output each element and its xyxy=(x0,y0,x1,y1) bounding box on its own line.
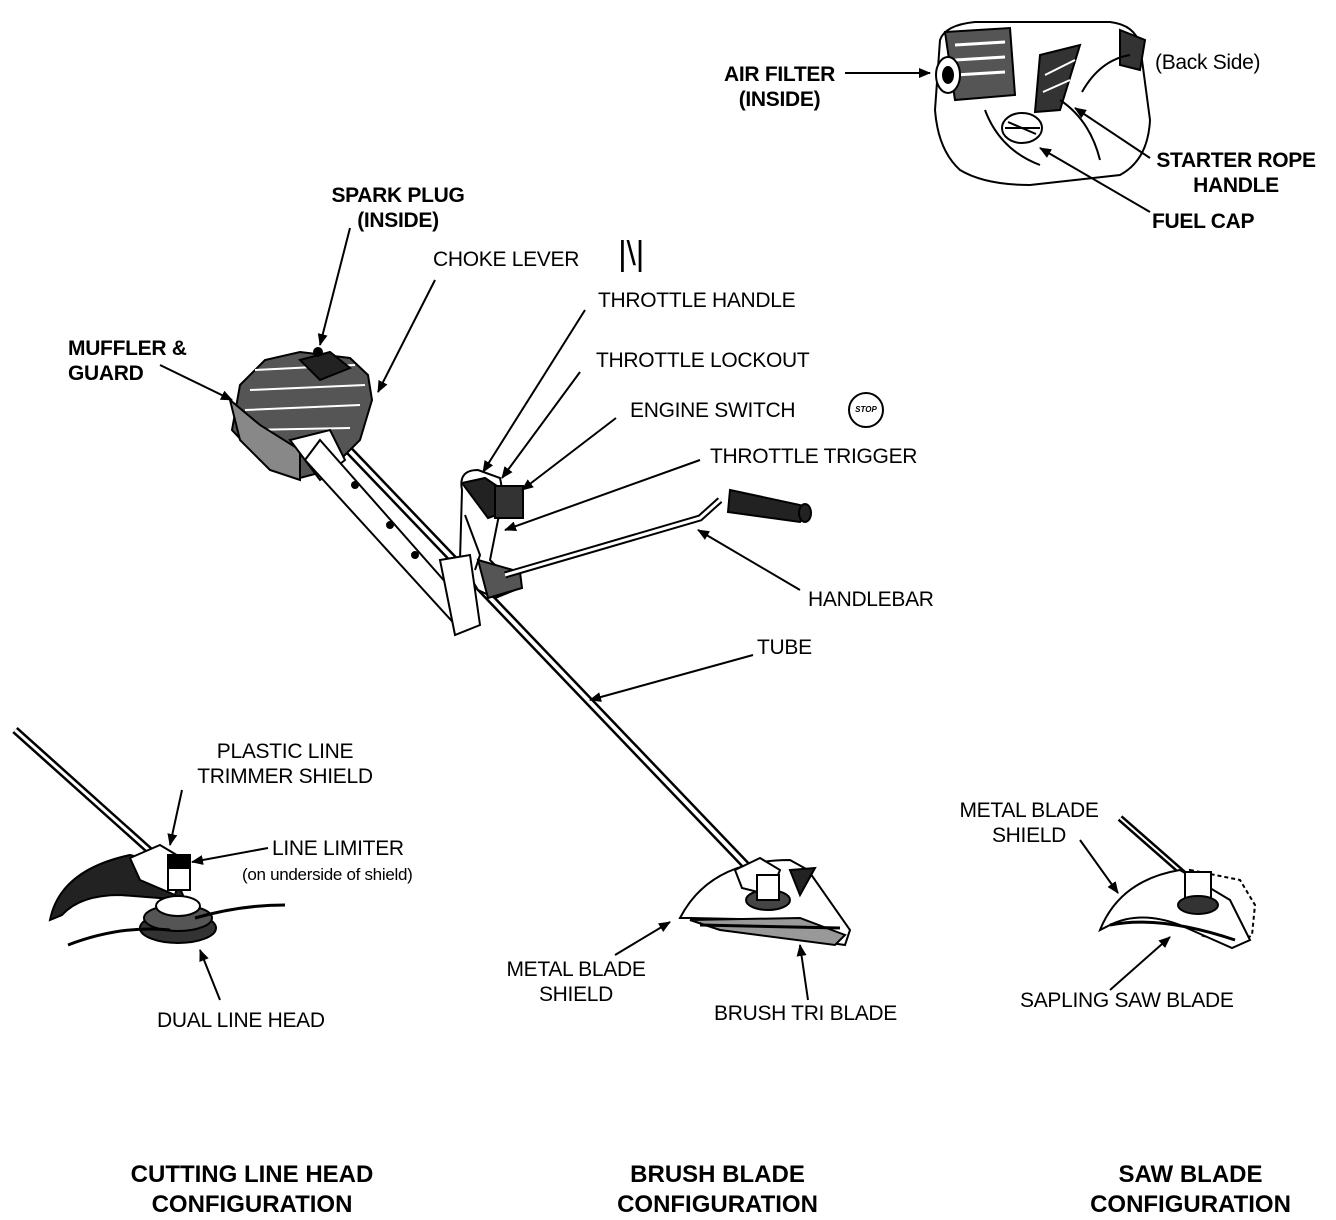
stop-sign-icon: STOP xyxy=(848,392,884,428)
sapling-saw-blade-label: SAPLING SAW BLADE xyxy=(1020,988,1234,1013)
muffler-line2: GUARD xyxy=(68,361,187,386)
choke-lever-label: CHOKE LEVER xyxy=(433,247,579,272)
choke-symbol-icon: |\| xyxy=(618,236,644,272)
caption-saw-blade-2: CONFIGURATION xyxy=(1048,1190,1333,1220)
spark-plug-line1: SPARK PLUG xyxy=(318,183,478,208)
spark-plug-line2: (INSIDE) xyxy=(318,208,478,233)
saw-metal-shield-label: METAL BLADE SHIELD xyxy=(944,798,1114,848)
starter-rope-line2: HANDLE xyxy=(1138,173,1334,198)
brush-metal-shield-label: METAL BLADE SHIELD xyxy=(490,957,662,1007)
caption-saw-blade: SAW BLADE CONFIGURATION xyxy=(1048,1160,1333,1220)
starter-rope-line1: STARTER ROPE xyxy=(1138,148,1334,173)
brush-metal-shield-line1: METAL BLADE xyxy=(490,957,662,982)
plastic-shield-line1: PLASTIC LINE xyxy=(185,739,385,764)
tube-label: TUBE xyxy=(757,635,812,660)
muffler-line1: MUFFLER & xyxy=(68,336,187,361)
caption-cutting-line: CUTTING LINE HEAD CONFIGURATION xyxy=(92,1160,412,1220)
muffler-label: MUFFLER & GUARD xyxy=(68,336,187,386)
throttle-lockout-label: THROTTLE LOCKOUT xyxy=(596,348,809,373)
saw-metal-shield-line1: METAL BLADE xyxy=(944,798,1114,823)
air-filter-line2: (INSIDE) xyxy=(712,87,847,112)
line-limiter-label: LINE LIMITER xyxy=(272,836,404,861)
starter-rope-label: STARTER ROPE HANDLE xyxy=(1138,148,1334,198)
throttle-trigger-label: THROTTLE TRIGGER xyxy=(710,444,917,469)
caption-cutting-line-2: CONFIGURATION xyxy=(92,1190,412,1220)
trimmer-body xyxy=(230,348,811,880)
caption-brush-blade-2: CONFIGURATION xyxy=(575,1190,860,1220)
handlebar-label: HANDLEBAR xyxy=(808,587,934,612)
caption-saw-blade-1: SAW BLADE xyxy=(1048,1160,1333,1190)
dual-line-head-label: DUAL LINE HEAD xyxy=(157,1008,325,1033)
back-side-label: (Back Side) xyxy=(1155,50,1260,75)
caption-brush-blade-1: BRUSH BLADE xyxy=(575,1160,860,1190)
fuel-cap-label: FUEL CAP xyxy=(1152,209,1254,234)
air-filter-line1: AIR FILTER xyxy=(712,62,847,87)
saw-blade-head xyxy=(1100,818,1255,948)
saw-metal-shield-line2: SHIELD xyxy=(944,823,1114,848)
throttle-handle-label: THROTTLE HANDLE xyxy=(598,288,795,313)
line-limiter-note: (on underside of shield) xyxy=(242,865,412,885)
caption-cutting-line-1: CUTTING LINE HEAD xyxy=(92,1160,412,1190)
plastic-shield-line2: TRIMMER SHIELD xyxy=(185,764,385,789)
brush-blade-head xyxy=(680,858,850,945)
engine-back-view xyxy=(935,22,1150,185)
engine-switch-label: ENGINE SWITCH xyxy=(630,398,795,423)
plastic-shield-label: PLASTIC LINE TRIMMER SHIELD xyxy=(185,739,385,789)
brush-tri-blade-label: BRUSH TRI BLADE xyxy=(714,1001,897,1026)
caption-brush-blade: BRUSH BLADE CONFIGURATION xyxy=(575,1160,860,1220)
brush-metal-shield-line2: SHIELD xyxy=(490,982,662,1007)
spark-plug-label: SPARK PLUG (INSIDE) xyxy=(318,183,478,233)
air-filter-label: AIR FILTER (INSIDE) xyxy=(712,62,847,112)
